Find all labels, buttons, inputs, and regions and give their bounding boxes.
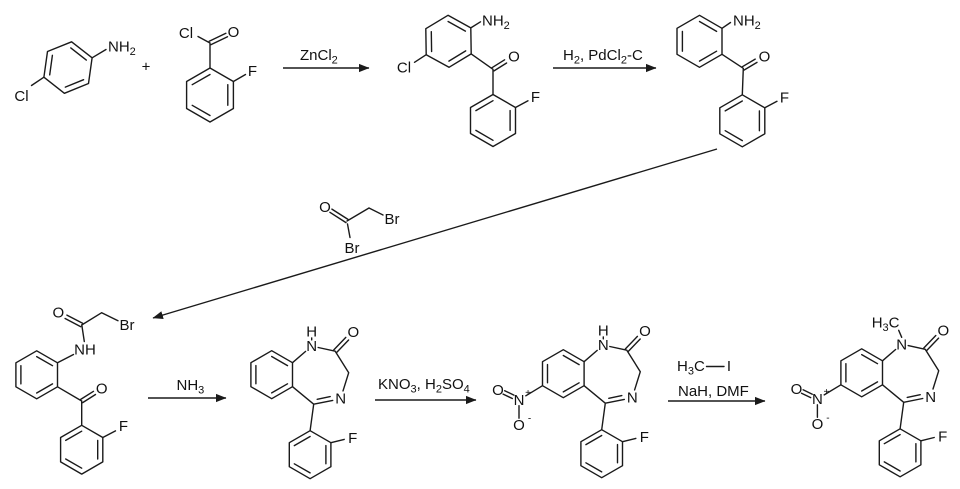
atom-label-nh2: NH2 — [482, 13, 510, 33]
atom-label-o: O — [52, 305, 64, 322]
charge-label-plus: + — [823, 387, 829, 398]
atom-label-n: N — [627, 390, 638, 407]
n-methyl-bond — [898, 329, 903, 338]
atom-label-o: O — [319, 199, 331, 216]
atom-label-nh2: NH2 — [108, 39, 136, 59]
charge-label-plus: + — [525, 388, 531, 399]
amino-benzophenone-bonds — [676, 14, 778, 148]
reagent-label-zncl2: ZnCl2 — [300, 47, 338, 67]
atom-label-o: O — [639, 323, 651, 340]
atom-label-f: F — [531, 89, 540, 106]
molecule-chloroaniline: NH2 Cl — [14, 39, 135, 106]
atom-label-o: O — [938, 322, 950, 339]
reaction-arrow-step4: KNO3, H2SO4 — [375, 376, 477, 405]
reaction-arrow-step3: NH3 — [148, 377, 227, 403]
charge-label-minus: - — [528, 414, 531, 425]
molecule-bromoacetyl-bromide: O Br Br — [319, 199, 399, 257]
reaction-arrow-diagonal — [152, 148, 718, 320]
atom-label-nh: NH — [74, 342, 96, 359]
atom-label-f: F — [938, 428, 947, 445]
molecule-amino-benzophenone: NH2 O F — [676, 13, 789, 148]
atom-label-cl: Cl — [397, 60, 411, 77]
atom-label-o: O — [492, 382, 504, 399]
atom-label-n: N — [335, 391, 346, 408]
atom-label-o: O — [348, 324, 360, 341]
molecule-methyl-nitro-benzodiazepinone: H3C N O N F O N + O - — [791, 314, 950, 478]
atom-label-n: N — [598, 337, 609, 354]
atom-label-n: N — [514, 392, 525, 409]
atom-label-o: O — [791, 381, 803, 398]
atom-label-o: O — [96, 381, 108, 398]
aminochloro-benzophenone-bonds — [413, 14, 529, 148]
atom-label-cl: Cl — [179, 25, 193, 42]
atom-label-o: O — [759, 49, 771, 66]
atom-label-nh2: NH2 — [733, 13, 761, 33]
charge-label-minus: - — [826, 413, 829, 424]
atom-label-o: O — [812, 416, 824, 433]
reagent-label-h3c: H3C — [677, 358, 705, 378]
atom-label-h3c: H3C — [872, 314, 900, 334]
reagent-label-nh3: NH3 — [177, 377, 205, 397]
atom-label-n: N — [812, 391, 823, 408]
atom-label-o: O — [508, 49, 520, 66]
atom-label-h: H — [306, 324, 317, 341]
molecule-benzodiazepinone: H N O N F — [250, 324, 360, 480]
molecule-bromoacetamido-benzophenone: O Br NH O F — [15, 305, 135, 475]
reaction-arrow-step1: ZnCl2 — [283, 47, 370, 73]
atom-label-n: N — [925, 389, 936, 406]
atom-label-cl: Cl — [14, 88, 28, 105]
atom-label-n: N — [896, 336, 907, 353]
atom-label-o: O — [228, 24, 240, 41]
reaction-arrow-step2: H2, PdCl2-C — [553, 47, 657, 73]
molecule-nitro-benzodiazepinone: H N O N F O N + O - — [492, 323, 651, 479]
atom-label-f: F — [348, 430, 357, 447]
reaction-arrow-step5: H3C I NaH, DMF — [668, 358, 766, 406]
atom-label-f: F — [780, 90, 789, 107]
atom-label-f: F — [248, 63, 257, 80]
atom-label-f: F — [640, 429, 649, 446]
atom-label-br: Br — [385, 211, 400, 228]
reagent-label-h2-pdcl2-c: H2, PdCl2-C — [563, 47, 643, 67]
plus-operator: + — [142, 59, 151, 76]
molecule-fluorobenzoyl-chloride: Cl O F — [179, 24, 257, 123]
molecule-aminochloro-benzophenone: NH2 Cl O F — [397, 13, 540, 148]
atom-label-h: H — [598, 323, 609, 340]
reagent-label-iodide: I — [727, 358, 731, 375]
bromoacetamido-benzophenone-bonds — [15, 312, 119, 475]
chloroaniline-bonds — [30, 41, 107, 94]
atom-label-br: Br — [120, 317, 135, 334]
reagent-label-nah-dmf: NaH, DMF — [678, 383, 749, 400]
reagent-label-kno3-h2so4: KNO3, H2SO4 — [378, 376, 470, 396]
atom-label-n: N — [306, 338, 317, 355]
bromoacetyl-bromide-bonds — [329, 207, 384, 239]
fluorobenzoyl-chloride-bonds — [185, 32, 247, 123]
atom-label-f: F — [119, 418, 128, 435]
atom-label-o: O — [513, 417, 525, 434]
atom-label-br: Br — [345, 240, 360, 257]
